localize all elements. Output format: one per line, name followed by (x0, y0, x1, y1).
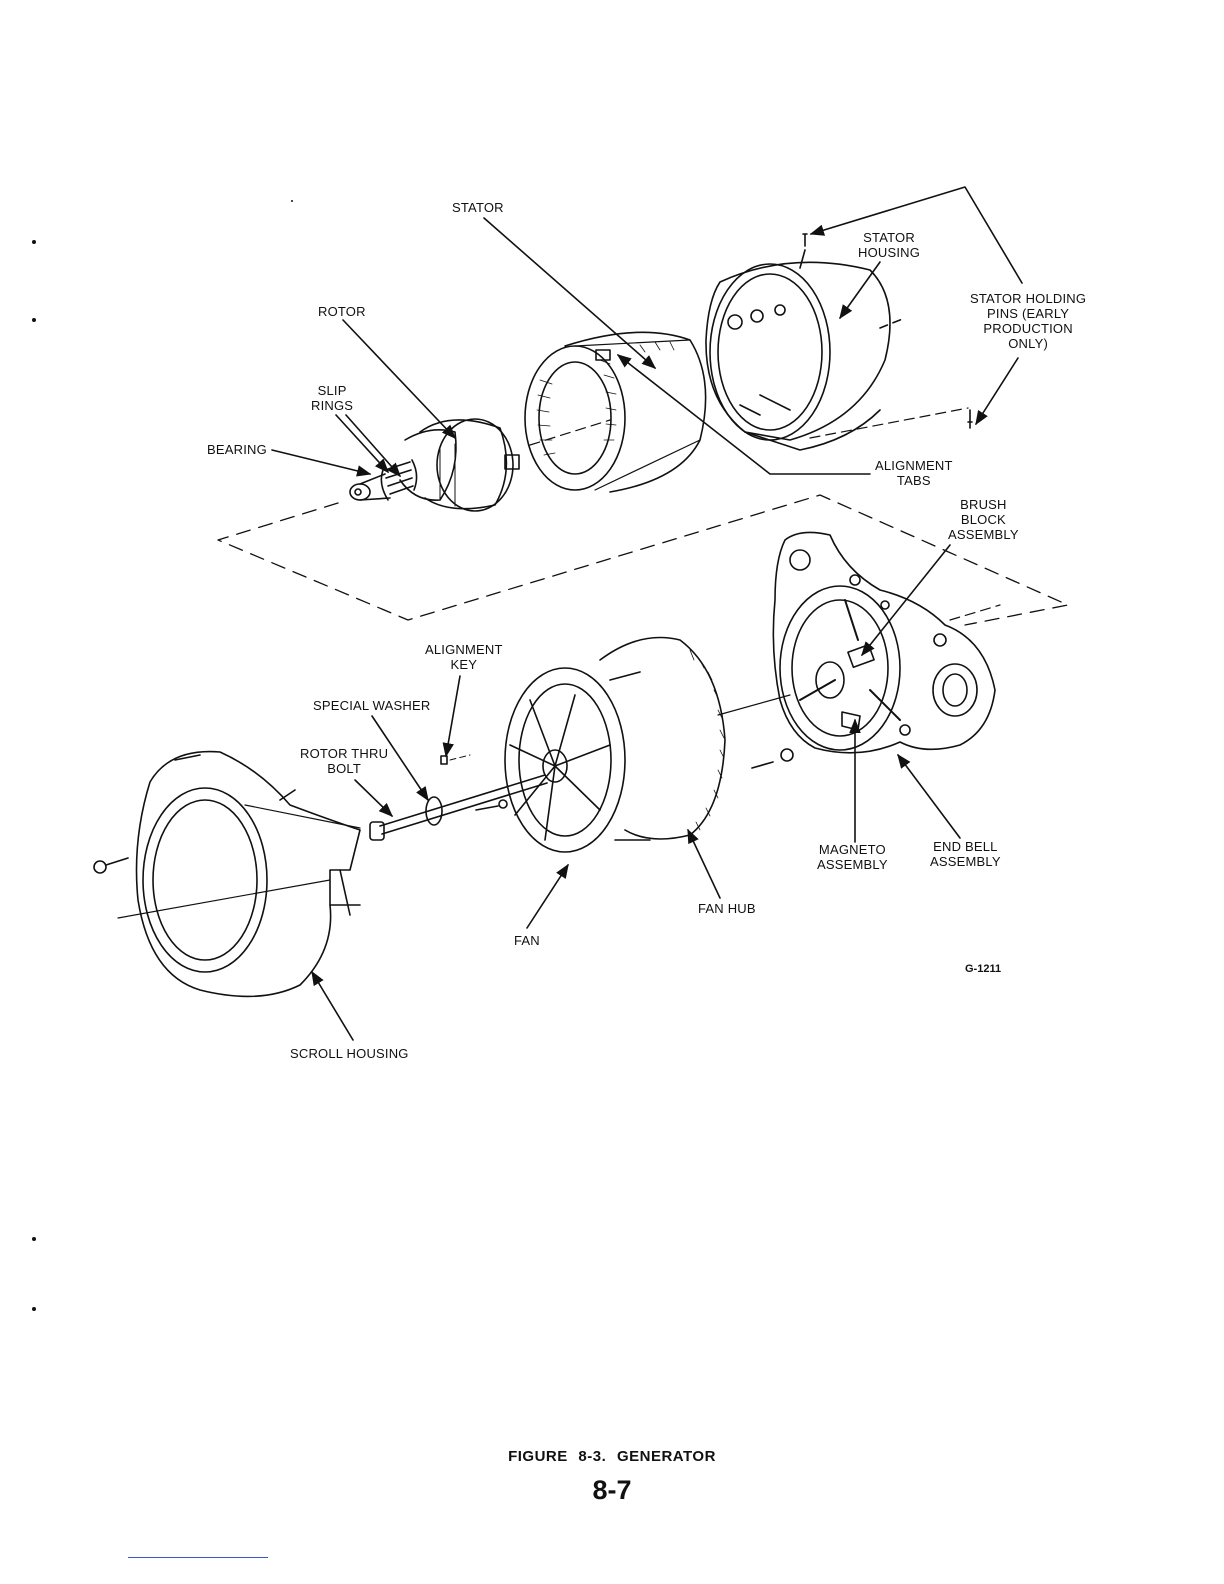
footer-rule (128, 1557, 268, 1558)
leader-alignment-key (446, 676, 460, 756)
fan-part (505, 668, 650, 852)
leader-rotor (343, 320, 455, 438)
scroll-housing-screw (94, 858, 128, 873)
label-slip-rings: SLIP RINGS (311, 383, 353, 413)
label-special-washer: SPECIAL WASHER (313, 698, 430, 713)
leader-holding-pins-bottom (976, 358, 1018, 424)
magneto-assembly-part (816, 662, 860, 730)
label-bearing: BEARING (207, 442, 267, 457)
label-alignment-tabs: ALIGNMENT TABS (875, 458, 953, 488)
label-stator-housing: STATOR HOUSING (858, 230, 920, 260)
fan-hub-part (600, 638, 725, 840)
page-number: 8-7 (0, 1475, 1224, 1506)
assembly-plane-dashed (218, 495, 1068, 625)
leader-scroll-housing (312, 972, 353, 1040)
stator-holding-pin-top (803, 234, 807, 246)
leader-end-bell (898, 755, 960, 838)
margin-dot (32, 1307, 36, 1311)
label-fan: FAN (514, 933, 540, 948)
label-fan-hub: FAN HUB (698, 901, 756, 916)
leader-fan (527, 865, 568, 928)
fan-screw (476, 800, 507, 810)
leader-lines (272, 187, 1022, 1040)
label-magneto-assembly: MAGNETO ASSEMBLY (817, 842, 888, 872)
leader-fan-hub (688, 830, 720, 898)
label-stator: STATOR (452, 200, 504, 215)
end-bell-screw (752, 749, 793, 768)
margin-dot (32, 318, 36, 322)
stator-housing-part (706, 250, 905, 450)
leader-bearing (272, 450, 370, 474)
rotor-part (400, 419, 519, 511)
brush-block-assembly-part (848, 645, 874, 668)
margin-dot (32, 1237, 36, 1241)
drawing-code: G-1211 (965, 963, 1001, 975)
label-stator-holding-pins: STATOR HOLDING PINS (EARLY PRODUCTION ON… (970, 291, 1086, 351)
leader-rotor-thru-bolt (355, 780, 392, 816)
margin-dot (32, 240, 36, 244)
label-rotor-thru-bolt: ROTOR THRU BOLT (300, 746, 388, 776)
label-brush-block-assembly: BRUSH BLOCK ASSEMBLY (948, 497, 1019, 542)
stator-part (525, 332, 706, 492)
leader-brush-block (862, 545, 950, 655)
end-bell-assembly-part (773, 532, 1000, 752)
stator-holding-pin-bottom (968, 410, 972, 428)
label-alignment-key: ALIGNMENT KEY (425, 642, 503, 672)
speck-dot (291, 200, 293, 202)
label-end-bell-assembly: END BELL ASSEMBLY (930, 839, 1001, 869)
leader-alignment-tabs (618, 355, 870, 474)
bearing-part (350, 474, 390, 500)
leader-slip-rings-a (336, 415, 388, 472)
figure-caption: FIGURE 8-3. GENERATOR (0, 1448, 1224, 1465)
leader-stator (484, 218, 655, 368)
leader-stator-housing (840, 262, 880, 318)
slip-rings-part (381, 460, 416, 500)
scroll-housing-part (118, 752, 360, 997)
label-rotor: ROTOR (318, 304, 366, 319)
label-scroll-housing: SCROLL HOUSING (290, 1046, 409, 1061)
leader-slip-rings-b (346, 415, 400, 476)
